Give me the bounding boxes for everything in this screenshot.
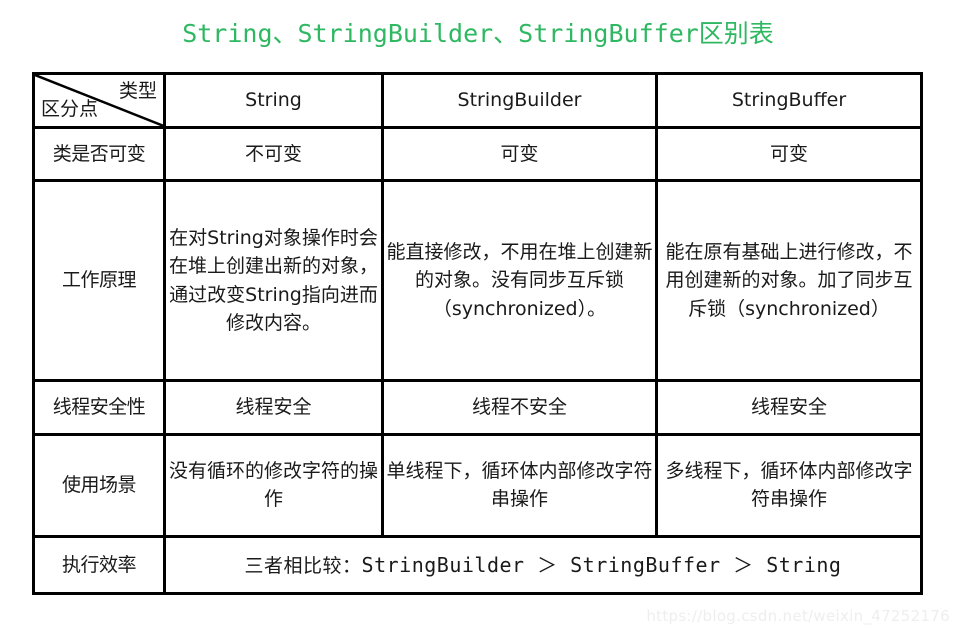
table-row: 类是否可变 不可变 可变 可变 [32,125,923,183]
row-label-thread-safety: 线程安全性 [32,378,166,436]
corner-label-criteria: 区分点 [41,97,99,120]
row-label-performance: 执行效率 [32,534,166,596]
row-label-principle: 工作原理 [32,179,166,382]
corner-label-type: 类型 [118,80,157,102]
cell-performance-summary: 三者相比较：StringBuilder ＞ StringBuffer ＞ Str… [163,534,923,596]
table-row: 使用场景 没有循环的修改字符的操作 单线程下，循环体内部修改字符串操作 多线程下… [32,432,923,538]
cell-mutability-stringbuilder: 可变 [381,125,658,183]
watermark-url: https://blog.csdn.net/weixin_47252176 [646,607,950,625]
summary-expression: StringBuilder ＞ StringBuffer ＞ String [361,552,842,577]
corner-header-cell: 类型 区分点 [32,72,166,129]
column-header-string: String [163,72,384,129]
row-label-use-case: 使用场景 [32,432,166,538]
cell-thread-safety-string: 线程安全 [163,378,384,436]
cell-mutability-stringbuffer: 可变 [655,125,923,183]
cell-thread-safety-stringbuffer: 线程安全 [655,378,923,436]
diagonal-divider-icon [36,76,162,125]
cell-use-case-string: 没有循环的修改字符的操作 [163,432,384,538]
cell-principle-stringbuilder: 能直接修改，不用在堆上创建新的对象。没有同步互斥锁（synchronized）。 [381,179,658,382]
summary-prefix: 三者相比较： [244,554,362,577]
cell-mutability-string: 不可变 [163,125,384,183]
column-header-stringbuffer: StringBuffer [655,72,923,129]
cell-use-case-stringbuilder: 单线程下，循环体内部修改字符串操作 [381,432,658,538]
table-summary-row: 执行效率 三者相比较：StringBuilder ＞ StringBuffer … [32,534,923,596]
comparison-table-container: 类型 区分点 String StringBuilder StringBuffer… [32,72,923,596]
column-header-stringbuilder: StringBuilder [381,72,658,129]
page-title: String、StringBuilder、StringBuffer区别表 [182,19,774,48]
comparison-table: 类型 区分点 String StringBuilder StringBuffer… [32,72,923,596]
cell-use-case-stringbuffer: 多线程下，循环体内部修改字符串操作 [655,432,923,538]
row-label-mutability: 类是否可变 [32,125,166,183]
cell-thread-safety-stringbuilder: 线程不安全 [381,378,658,436]
table-header-row: 类型 区分点 String StringBuilder StringBuffer [32,72,923,129]
cell-principle-stringbuffer: 能在原有基础上进行修改，不用创建新的对象。加了同步互斥锁（synchronize… [655,179,923,382]
cell-principle-string: 在对String对象操作时会在堆上创建出新的对象，通过改变String指向进而修… [163,179,384,382]
table-row: 工作原理 在对String对象操作时会在堆上创建出新的对象，通过改变String… [32,179,923,382]
table-row: 线程安全性 线程安全 线程不安全 线程安全 [32,378,923,436]
